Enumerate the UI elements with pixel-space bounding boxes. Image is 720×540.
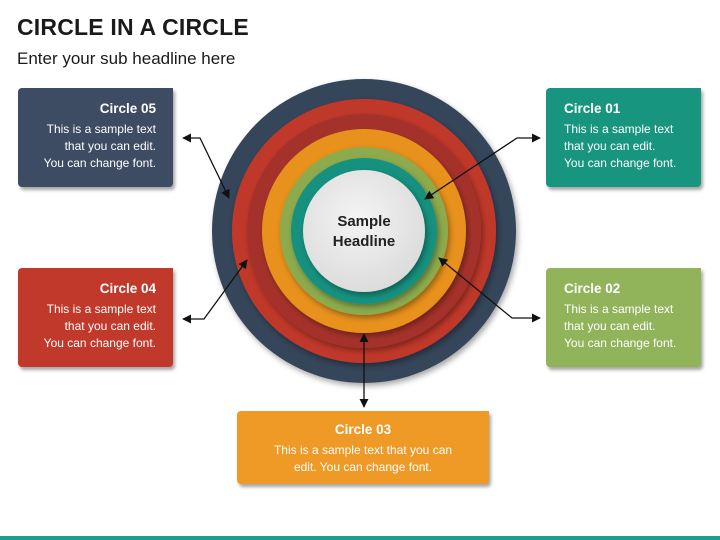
card-circle-05: Circle 05 This is a sample text that you… <box>18 88 173 187</box>
card-circle-05-text-line: This is a sample text <box>46 122 156 136</box>
card-circle-04-text-line: that you can edit. <box>64 319 156 333</box>
page-title: CIRCLE IN A CIRCLE <box>17 14 249 40</box>
card-circle-01-text-line: You can change font. <box>564 156 677 170</box>
footer-accent-bar <box>0 536 720 540</box>
card-circle-01-text-line: This is a sample text <box>564 122 674 136</box>
card-circle-04-text-line: This is a sample text <box>46 302 156 316</box>
card-circle-05-text-line: that you can edit. <box>64 139 156 153</box>
card-circle-02-text-line: This is a sample text <box>564 302 674 316</box>
connector-circle-01 <box>424 133 541 200</box>
card-circle-03-text-line: This is a sample text that you can <box>273 443 453 457</box>
center-label-line2: Headline <box>333 233 396 250</box>
connector-circle-02 <box>438 257 541 323</box>
card-circle-04-text-line: You can change font. <box>43 336 156 350</box>
card-circle-04: Circle 04 This is a sample text that you… <box>18 268 173 367</box>
card-circle-02-text-line: that you can edit. <box>564 319 656 333</box>
card-circle-01-text-line: that you can edit. <box>564 139 656 153</box>
card-circle-02-title: Circle 02 <box>564 281 621 296</box>
card-circle-03-title: Circle 03 <box>334 422 392 437</box>
card-circle-05-title: Circle 05 <box>99 101 156 116</box>
center-circle <box>303 170 425 292</box>
card-circle-01: Circle 01 This is a sample text that you… <box>546 88 701 187</box>
page-subtitle: Enter your sub headline here <box>17 49 236 68</box>
card-circle-02: Circle 02 This is a sample text that you… <box>546 268 701 367</box>
connector-circle-04 <box>182 259 248 324</box>
card-circle-01-title: Circle 01 <box>564 101 621 116</box>
card-circle-03: Circle 03 This is a sample text that you… <box>237 411 489 484</box>
card-circle-02-text-line: You can change font. <box>564 336 677 350</box>
card-circle-05-text-line: You can change font. <box>43 156 156 170</box>
connector-circle-05 <box>182 133 230 199</box>
card-circle-04-title: Circle 04 <box>99 281 156 296</box>
center-label-line1: Sample <box>337 213 390 230</box>
card-circle-03-text-line: edit. You can change font. <box>293 460 433 474</box>
